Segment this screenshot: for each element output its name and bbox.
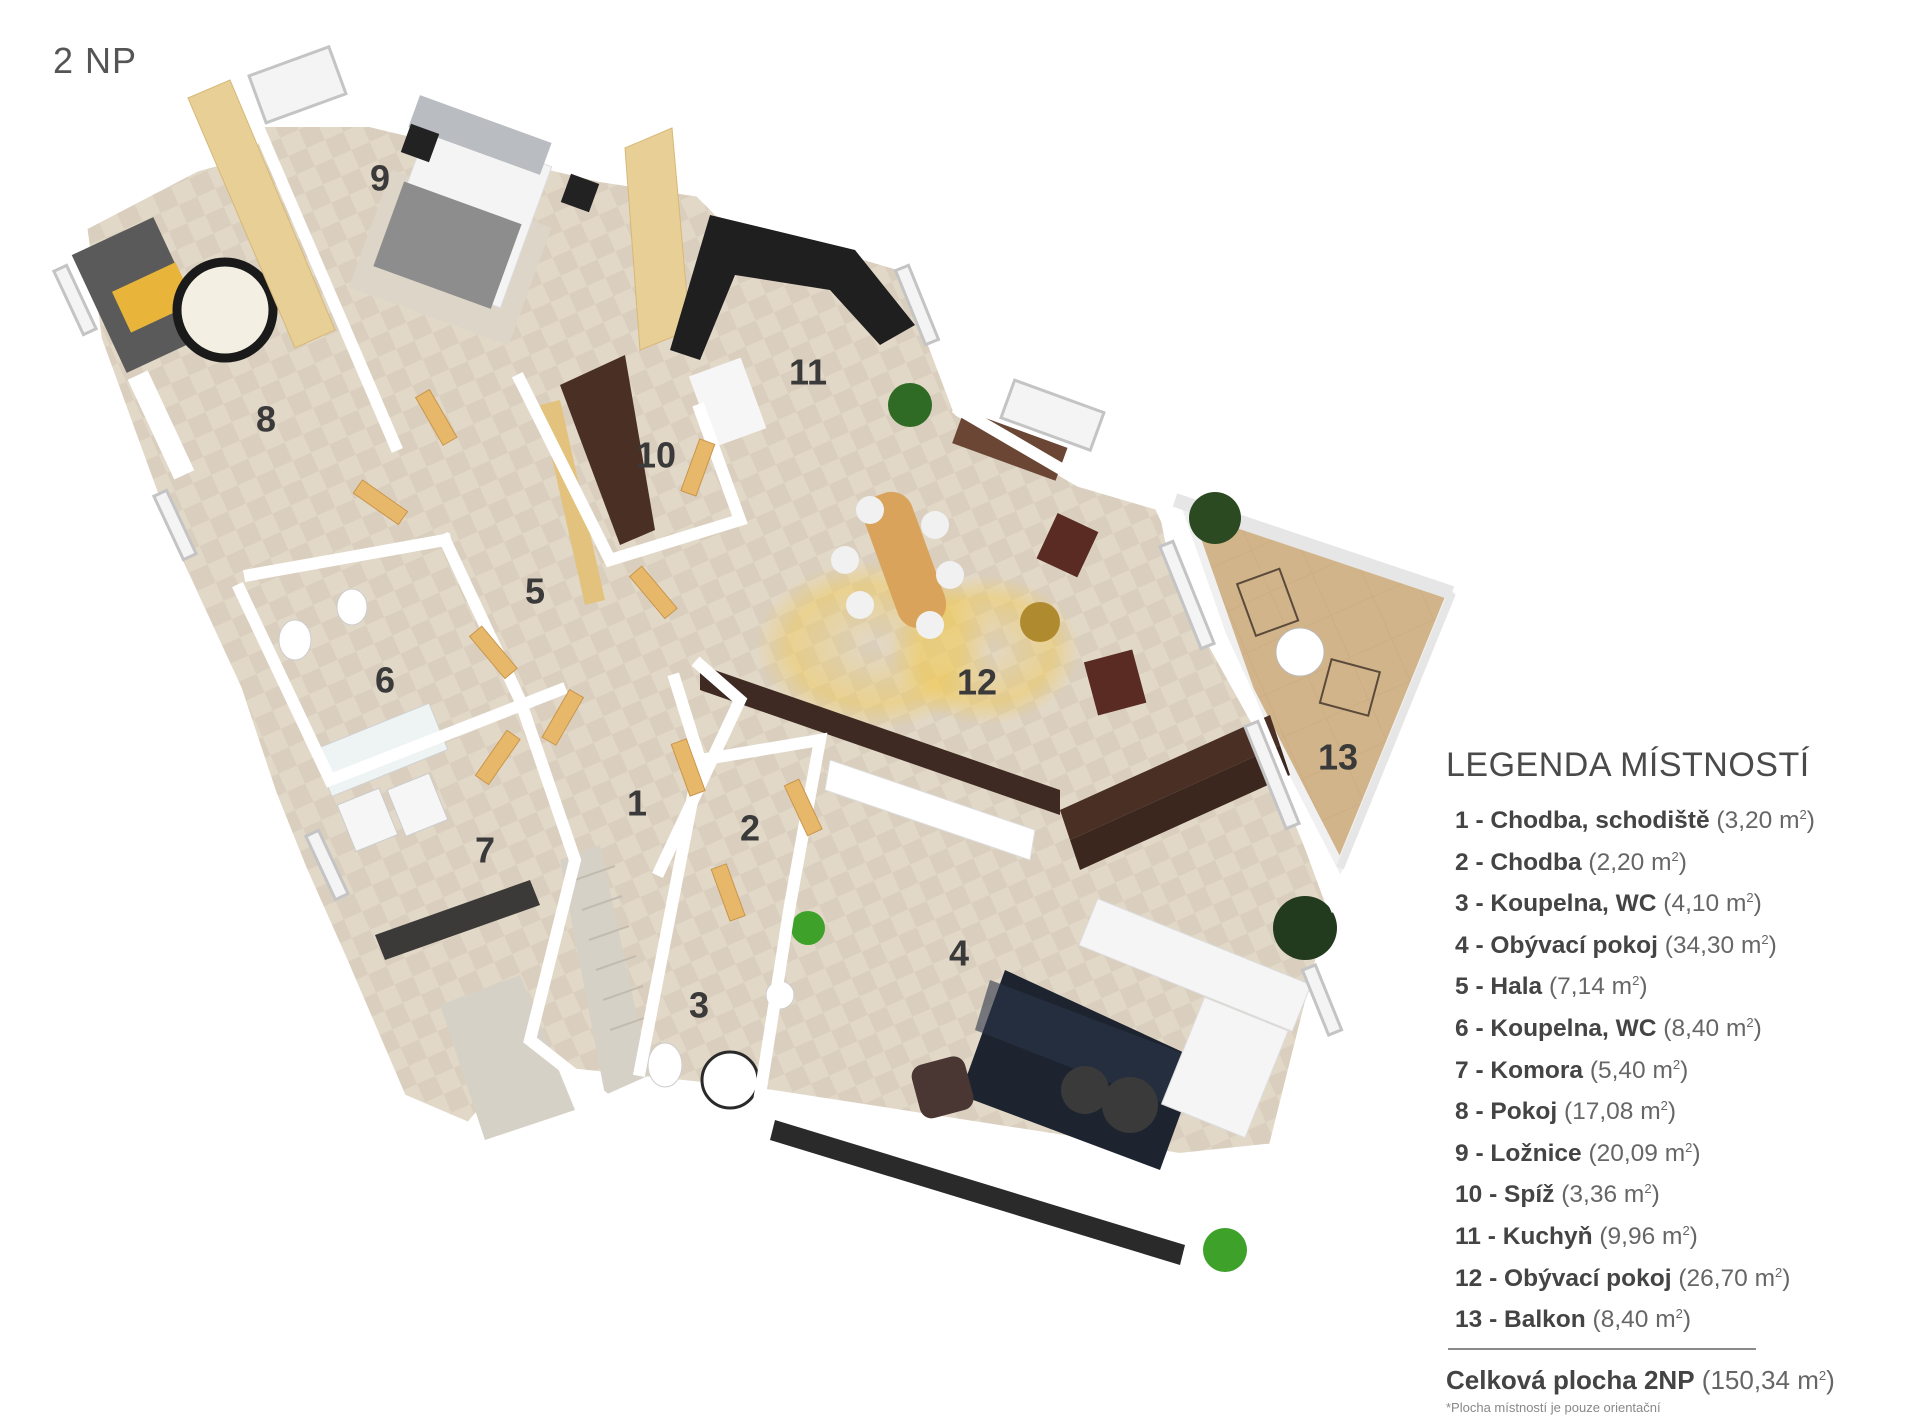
legend-item: 10 - Spíž (3,36 m2): [1455, 1181, 1660, 1209]
room-label-1: 1: [627, 783, 647, 824]
room-8: [71, 217, 278, 480]
legend-item: 12 - Obývací pokoj (26,70 m2): [1455, 1264, 1791, 1292]
plant: [888, 383, 932, 427]
interior-walls: [232, 112, 1343, 1104]
footnote: *Plocha místností je pouze orientační: [1446, 1399, 1661, 1415]
room-label-12: 12: [957, 662, 997, 703]
legend-item: 8 - Pokoj (17,08 m2): [1455, 1098, 1677, 1126]
room-9-bedroom: [348, 95, 600, 346]
room-label-11: 11: [789, 352, 827, 393]
room-label-5: 5: [525, 571, 545, 612]
doors: [352, 388, 823, 922]
floor-title: 2 NP: [53, 40, 138, 81]
room-label-9: 9: [370, 158, 390, 199]
legend-list: 1 - Chodba, schodiště (3,20 m2) 2 - Chod…: [1446, 797, 1906, 1338]
total-area: Celková plocha 2NP (150,34 m2): [1446, 1364, 1835, 1395]
legend-item: 1 - Chodba, schodiště (3,20 m2): [1455, 807, 1815, 834]
wardrobes: [187, 79, 691, 351]
legend-item: 13 - Balkon (8,40 m2): [1455, 1306, 1692, 1334]
staircase: [440, 845, 651, 1140]
legend-title: LEGENDA MÍSTNOSTÍ: [1446, 746, 1810, 784]
room-label-7: 7: [475, 830, 495, 871]
legend-item: 7 - Komora (5,40 m2): [1455, 1056, 1689, 1084]
balcony-13: [1172, 492, 1456, 875]
windows: [51, 44, 1344, 1038]
legend-item: 3 - Koupelna, WC (4,10 m2): [1455, 890, 1762, 918]
room-label-10: 10: [636, 435, 676, 476]
legend-item: 5 - Hala (7,14 m2): [1455, 973, 1648, 1001]
room-label-8: 8: [256, 399, 276, 440]
room-label-3: 3: [689, 985, 709, 1026]
room-label-6: 6: [375, 660, 395, 701]
room-label-2: 2: [740, 808, 760, 849]
legend-item: 4 - Obývací pokoj (34,30 m2): [1455, 931, 1777, 959]
legend-item: 2 - Chodba (2,20 m2): [1455, 848, 1687, 876]
legend-divider: [1448, 1347, 1756, 1350]
room-labels: 1 2 3 4 5 6 7 8 9 10 11 12 13: [256, 158, 1358, 1026]
legend-item: 9 - Ložnice (20,09 m2): [1455, 1139, 1701, 1167]
room-label-13: 13: [1318, 737, 1358, 778]
room-12-living: [700, 410, 1290, 870]
room-label-4: 4: [949, 933, 969, 974]
legend-item: 6 - Koupelna, WC (8,40 m2): [1455, 1014, 1762, 1042]
room-legend: LEGENDA MÍSTNOSTÍ 1 - Chodba, schodiště …: [1446, 745, 1906, 1415]
legend-item: 11 - Kuchyň (9,96 m2): [1455, 1222, 1698, 1250]
room-4-living: [770, 896, 1337, 1272]
room-7-storage: [336, 772, 540, 960]
floor-plan: 1 2 3 4 5 6 7 8 9 10 11 12 13: [51, 44, 1456, 1272]
